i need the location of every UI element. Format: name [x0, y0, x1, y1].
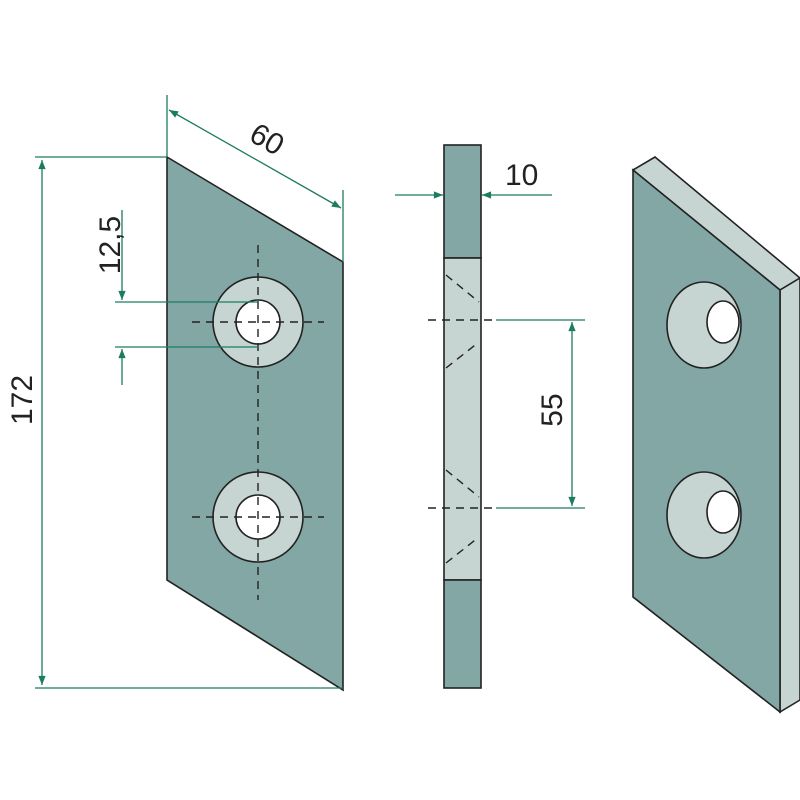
width-label: 60: [244, 117, 289, 162]
hole-label: 12,5: [94, 216, 127, 274]
height-label: 172: [6, 375, 39, 425]
dimension-hole: 12,5: [94, 210, 258, 385]
dimension-height: 172: [6, 156, 343, 689]
side-view: [428, 144, 492, 689]
spacing-label: 55: [536, 393, 569, 426]
thickness-label: 10: [505, 159, 538, 192]
dimension-spacing: 55: [496, 319, 585, 509]
isometric-view: [631, 156, 800, 714]
front-view: [166, 155, 344, 692]
dimension-thickness: 10: [395, 159, 552, 199]
